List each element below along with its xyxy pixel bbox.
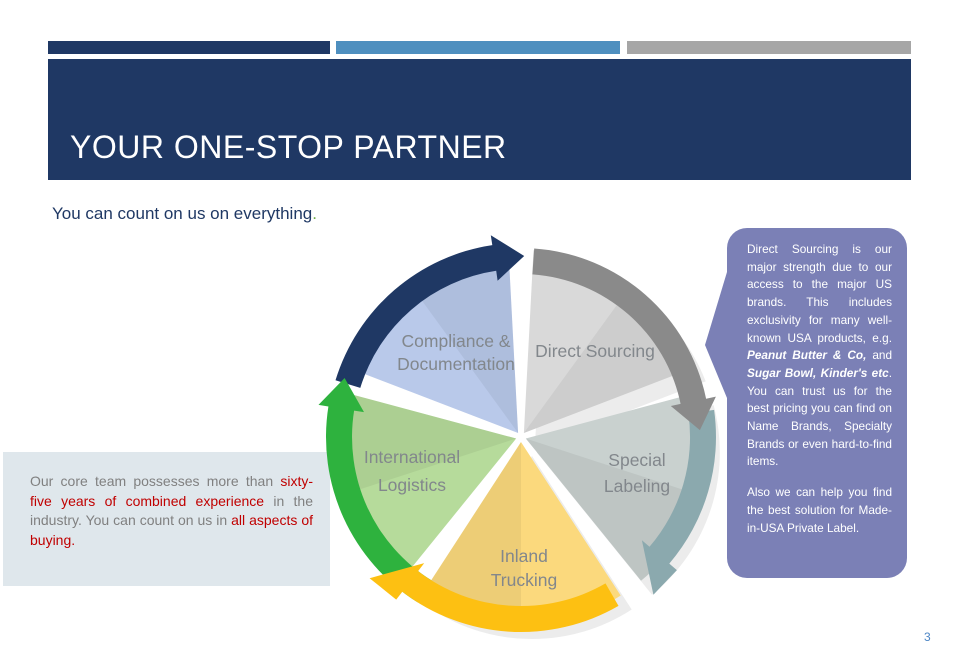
- special-labeling-arrow: [641, 409, 716, 595]
- international-logistics-wedge-shade: [333, 391, 517, 496]
- accent-bar-navy: [48, 41, 330, 54]
- compliance-documentation-wedge: [347, 250, 519, 433]
- text-segment: in the industry. You can count on us in: [30, 492, 314, 529]
- text-segment: and: [866, 348, 893, 363]
- experience-callout-text: Our core team possesses more than sixty-…: [30, 472, 313, 550]
- direct-sourcing-arrow: [532, 248, 716, 431]
- text-segment: sixty-five years of combined experience: [30, 473, 313, 509]
- text-segment: Also we can help you find the best solut…: [747, 485, 892, 535]
- text-segment: Peanut Butter & Co,: [747, 348, 867, 363]
- direct-sourcing-label: Direct Sourcing: [535, 341, 655, 361]
- accent-bar-gray: [627, 41, 911, 54]
- compliance-documentation-label: Compliance &Documentation: [397, 331, 515, 374]
- callout-paragraph-1: Direct Sourcing is our major strength du…: [747, 241, 892, 471]
- text-segment: Direct Sourcing is our major strength du…: [747, 242, 892, 345]
- direct-sourcing-wedge: [523, 250, 695, 433]
- slide-subtitle: You can count on us on everything.: [52, 204, 317, 224]
- callout-paragraph-2: Also we can help you find the best solut…: [747, 484, 892, 537]
- compliance-documentation-wedge-shade: [410, 250, 519, 433]
- direct-sourcing-callout-text: Direct Sourcing is our major strength du…: [747, 241, 892, 550]
- slide-title: YOUR ONE-STOP PARTNER: [70, 129, 507, 165]
- page-number: 3: [924, 630, 931, 644]
- callout-tail-pointer: [705, 272, 727, 398]
- text-segment: Our core team possesses more than: [30, 473, 281, 489]
- international-logistics-arrow: [318, 378, 432, 603]
- accent-bar-blue: [336, 41, 620, 54]
- compliance-documentation-arrow: [335, 235, 525, 388]
- text-segment: all aspects of buying.: [30, 512, 313, 548]
- text-segment: Sugar Bowl, Kinder's etc: [747, 365, 889, 380]
- direct-sourcing-callout: Direct Sourcing is our major strength du…: [705, 228, 907, 578]
- experience-callout: Our core team possesses more than sixty-…: [3, 452, 330, 586]
- text-segment: .: [312, 204, 317, 223]
- text-segment: . You can trust us for the best pricing …: [747, 365, 892, 469]
- inland-trucking-arrow: [369, 563, 619, 633]
- text-segment: You can count on us on everything: [52, 204, 313, 223]
- inland-trucking-wedge: [421, 442, 621, 626]
- title-banner: YOUR ONE-STOP PARTNER: [48, 59, 911, 180]
- inland-trucking-wedge-shade: [421, 442, 521, 625]
